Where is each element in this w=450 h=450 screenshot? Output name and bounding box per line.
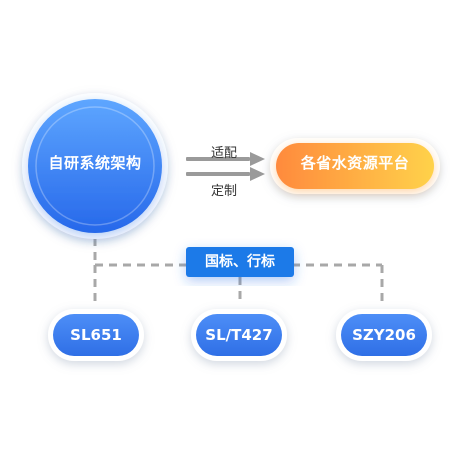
protocol-pill-szy206	[336, 309, 432, 361]
connector-lines	[93, 238, 384, 302]
adapt-label: 适配	[210, 146, 237, 161]
adapt-customize-arrows	[186, 152, 265, 181]
main-node	[22, 93, 168, 239]
standard-node	[186, 247, 294, 277]
customize-label: 定制	[210, 184, 237, 199]
arrow-line-top	[186, 157, 250, 161]
main-node-label: 自研系统架构	[48, 154, 142, 172]
platform-node	[270, 138, 440, 194]
standard-node-label: 国标、行标	[205, 254, 275, 270]
arrow-head-bottom	[250, 167, 265, 181]
arrow-head-top	[250, 152, 265, 166]
protocol-slt427-label: SL/T427	[205, 326, 273, 344]
protocol-pill-slt427	[191, 309, 287, 361]
protocol-sl651-label: SL651	[70, 326, 122, 344]
protocol-szy206-label: SZY206	[352, 326, 416, 344]
protocol-pill-sl651	[48, 309, 144, 361]
platform-node-label: 各省水资源平台	[300, 154, 410, 172]
arrow-line-bottom	[186, 172, 250, 176]
protocol-pills	[48, 309, 432, 361]
